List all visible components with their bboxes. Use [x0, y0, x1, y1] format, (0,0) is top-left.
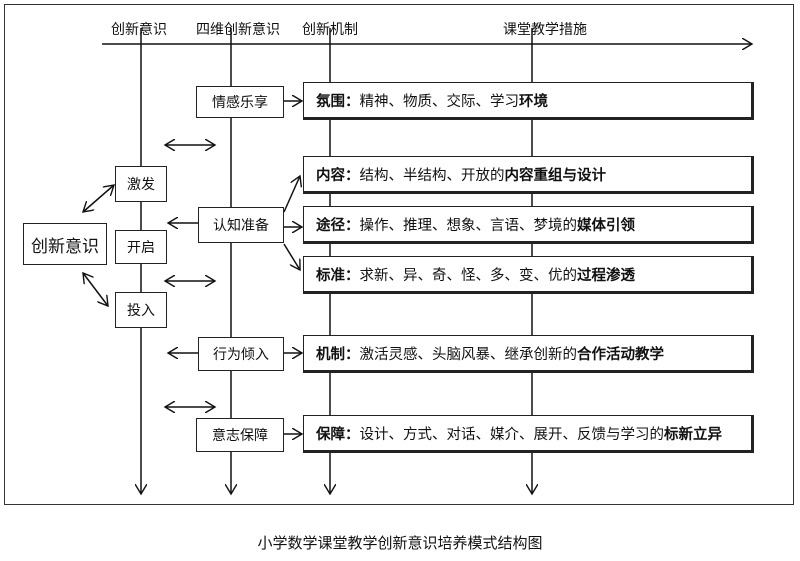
measure-label: 氛围：: [316, 93, 360, 110]
figure-caption: 小学数学课堂教学创新意识培养模式结构图: [257, 534, 543, 552]
dimension-emotion: 情感乐享: [196, 86, 284, 118]
measure-standard: 标准：求新、异、奇、怪、多、变、优的过程渗透: [303, 256, 754, 294]
dimension-will: 意志保障: [196, 418, 284, 452]
invest-box: 投入: [115, 292, 167, 328]
diagram-frame: [4, 4, 794, 505]
measure-label: 保障：: [316, 426, 360, 443]
measure-label: 标准：: [316, 267, 360, 284]
measure-mechanism: 机制：激活灵感、头脑风暴、继承创新的合作活动教学: [303, 335, 754, 373]
arrow-cognition-down: [283, 243, 300, 270]
measure-guarantee: 保障：设计、方式、对话、媒介、展开、反馈与学习的标新立异: [303, 415, 754, 453]
dimension-behavior: 行为倾入: [198, 337, 284, 371]
arrow-main-invest: [83, 273, 108, 306]
measure-text: 求新、异、奇、怪、多、变、优的: [359, 267, 578, 284]
measure-emphasis: 媒体引领: [577, 217, 635, 234]
measure-text: 激活灵感、头脑风暴、继承创新的: [359, 346, 578, 363]
measure-emphasis: 标新立异: [664, 426, 722, 443]
header-col4: 课堂教学措施: [503, 22, 587, 38]
measure-text: 操作、推理、想象、言语、梦境的: [359, 217, 578, 234]
measure-content: 内容：结构、半结构、开放的内容重组与设计: [303, 156, 754, 194]
open-box: 开启: [115, 230, 167, 264]
stimulate-box: 激发: [115, 166, 167, 202]
measure-emphasis: 合作活动教学: [577, 346, 664, 363]
measure-emphasis: 过程渗透: [577, 267, 635, 284]
header-col3: 创新机制: [302, 22, 358, 38]
measure-text: 设计、方式、对话、媒介、展开、反馈与学习的: [359, 426, 665, 443]
measure-emphasis: 环境: [519, 93, 548, 110]
header-col1: 创新意识: [111, 22, 167, 38]
measure-label: 途径：: [316, 217, 360, 234]
measure-label: 机制：: [316, 346, 360, 363]
measure-atmosphere: 氛围：精神、物质、交际、学习环境: [303, 82, 754, 120]
dimension-cognition: 认知准备: [198, 207, 284, 243]
measure-label: 内容：: [316, 167, 360, 184]
arrow-main-stimulate: [83, 185, 114, 212]
arrow-cognition-up: [283, 176, 300, 213]
measure-approach: 途径：操作、推理、想象、言语、梦境的媒体引领: [303, 206, 754, 244]
main-awareness-box: 创新意识: [23, 223, 107, 265]
measure-emphasis: 内容重组与设计: [504, 167, 607, 184]
measure-text: 精神、物质、交际、学习: [359, 93, 520, 110]
header-col2: 四维创新意识: [196, 22, 280, 38]
measure-text: 结构、半结构、开放的: [359, 167, 505, 184]
